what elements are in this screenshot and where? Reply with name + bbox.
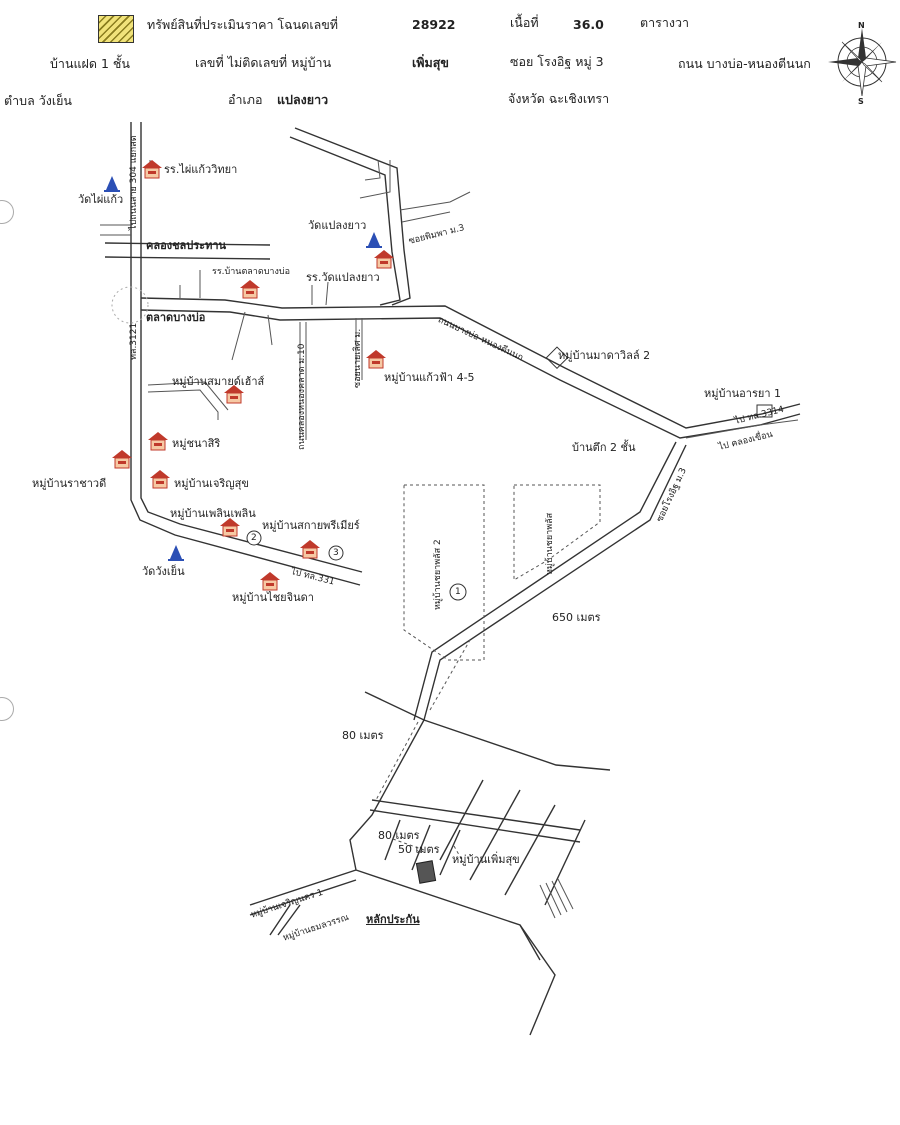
house-icon-smile xyxy=(224,385,244,404)
street xyxy=(399,191,471,211)
area-label: เนื้อที่ xyxy=(510,15,539,30)
deed-number: 28922 xyxy=(412,17,456,32)
area-value: 36.0 xyxy=(573,17,604,32)
street xyxy=(401,211,451,223)
label-soi-small: ซอยนายเลิศ ม. xyxy=(353,328,363,388)
province: จังหวัด ฉะเชิงเทรา xyxy=(508,91,610,106)
label-mb-arya: หมู่บ้านอารยา 1 xyxy=(704,387,781,400)
street xyxy=(267,314,273,346)
label-mb-smile-house: หมู่บ้านสมายด์เฮ้าส์ xyxy=(172,375,265,388)
compass-south-label: S xyxy=(858,97,864,106)
road-soi-phimpha xyxy=(289,127,411,306)
building-marker xyxy=(756,404,773,418)
temple-icon-wat-phai-kaeo xyxy=(104,176,120,192)
road-name: ถนน บางบ่อ-หนองตีนนก xyxy=(678,56,811,71)
area-unit: ตารางวา xyxy=(640,15,690,30)
road-talat-bangbo xyxy=(140,297,801,439)
distance-arrow-650 xyxy=(429,639,471,711)
label-mb-chayaplus-2: หมู่บ้านชยาพลัส 2 xyxy=(433,539,443,610)
temple-icon-wat-plaeng-yao xyxy=(366,232,382,248)
soi-name: ซอย โรงอิฐ หมู่ 3 xyxy=(510,54,604,69)
label-mb-chayaplus: หมู่บ้านชยาพลัส xyxy=(545,512,555,575)
house-icon-rachawadi xyxy=(112,450,132,469)
district-name: แปลงยาว xyxy=(277,92,329,107)
label-ban-tuek: บ้านตึก 2 ชั้น xyxy=(572,441,636,454)
distance-650m: 650 เมตร xyxy=(552,611,601,624)
compass-north-label: N xyxy=(858,21,865,30)
house-icon-school-talat xyxy=(240,280,260,299)
building-type: บ้านแฝด 1 ชั้น xyxy=(50,56,130,71)
canal-chonprathan xyxy=(104,242,271,260)
label-talat-bangbo: ตลาดบางบ่อ xyxy=(146,311,206,324)
district-label: อำเภอ xyxy=(228,92,263,107)
village-name: เพิ่มสุข xyxy=(412,55,449,70)
subdistrict: ตำบล วังเย็น xyxy=(4,93,72,108)
house-icon-charoensuk xyxy=(150,470,170,489)
label-wat-plaeng-yao: วัดแปลงยาว xyxy=(308,219,367,232)
asset-label: ทรัพย์สินที่ประเมินราคา โฉนดเลขที่ xyxy=(147,17,339,32)
house-icon-phloenphloen xyxy=(220,518,240,537)
label-road-304: ไปถนนสาย 304 แยกสด xyxy=(129,135,139,230)
distance-arrow-50 xyxy=(453,845,463,861)
distance-arrow-80b xyxy=(389,837,425,851)
plot-chayaplus xyxy=(513,484,601,581)
marker-1-label: 1 xyxy=(455,587,461,597)
label-mb-nasiri: หมู่ชนาสิริ xyxy=(172,437,221,450)
marker-3 xyxy=(328,545,344,561)
marker-1 xyxy=(449,583,467,601)
distance-50m: 50 เมตร xyxy=(398,843,440,856)
road-network-lower xyxy=(249,691,611,1036)
road-to-bangpakong xyxy=(685,419,799,439)
house-icon-kaeo-fa xyxy=(366,350,386,369)
distance-80m-a: 80 เมตร xyxy=(342,729,384,742)
label-mb-sakai: หมู่บ้านสกายพรีเมียร์ xyxy=(262,519,360,532)
label-road-3121: ทล.3121 xyxy=(129,322,139,360)
label-khlong-chonprathan: คลองชลประทาน xyxy=(146,239,227,252)
label-mb-phloenphloen: หมู่บ้านเพลินเพลิน xyxy=(170,507,256,520)
label-school-phai-kaeo: รร.ไผ่แก้ววิทยา xyxy=(164,163,238,176)
street xyxy=(231,311,246,361)
road-hwy-3121 xyxy=(130,122,363,586)
marker-3-label: 3 xyxy=(333,548,339,558)
label-collateral: หลักประกัน xyxy=(366,913,420,926)
road-soi-rong-it xyxy=(413,441,687,721)
label-khlong-nong-tian: ถนนคลองหนองคลาด ม.10 xyxy=(297,343,307,450)
house-icon-chaichinda xyxy=(260,572,280,591)
marker-2-label: 2 xyxy=(251,533,257,543)
label-mb-permsuk: หมู่บ้านเพิ่มสุข xyxy=(452,853,520,866)
compass-rose-icon xyxy=(828,28,897,97)
legend-hatch-swatch xyxy=(98,15,134,43)
street xyxy=(325,281,329,306)
marker-2 xyxy=(246,530,262,546)
label-mb-rachawadi: หมู่บ้านราชาวดี xyxy=(32,477,107,490)
plot-chayaplus-2 xyxy=(403,484,485,661)
house-icon-school-phai-kaeo xyxy=(142,160,162,179)
street xyxy=(359,160,391,199)
temple-icon-wat-wang-yen xyxy=(168,545,184,561)
distance-arrow-80a xyxy=(375,721,419,801)
subject-plot-marker xyxy=(415,860,437,884)
label-school-talat-bangbo: รร.บ้านตลาดบางบ่อ xyxy=(212,267,290,277)
house-number-label: เลขที่ ไม่ติดเลขที่ หมู่บ้าน xyxy=(195,55,332,70)
label-mb-charoensuk: หมู่บ้านเจริญสุข xyxy=(174,477,249,490)
label-wat-phai-kaeo: วัดไผ่แก้ว xyxy=(78,193,124,206)
house-icon-nasiri xyxy=(148,432,168,451)
mada-villa-marker xyxy=(545,346,569,370)
house-icon-sakai xyxy=(300,540,320,559)
label-school-wat-plaeng-yao: รร.วัดแปลงยาว xyxy=(306,271,380,284)
label-mb-chaichinda: หมู่บ้านไชยจินดา xyxy=(232,591,314,604)
label-mb-mada-villa: หมู่บ้านมาดาวิลล์ 2 xyxy=(558,349,651,362)
distance-80m-b: 80 เมตร xyxy=(378,829,420,842)
row-houses-east xyxy=(539,878,574,919)
street xyxy=(364,159,381,181)
landmark-circle xyxy=(111,286,149,324)
label-mb-kaeo-fa: หมู่บ้านแก้วฟ้า 4-5 xyxy=(384,371,475,384)
label-wat-wang-yen: วัดวังเย็น xyxy=(142,565,185,578)
street xyxy=(147,389,219,420)
house-icon-school-wat xyxy=(374,250,394,269)
street xyxy=(147,381,229,411)
